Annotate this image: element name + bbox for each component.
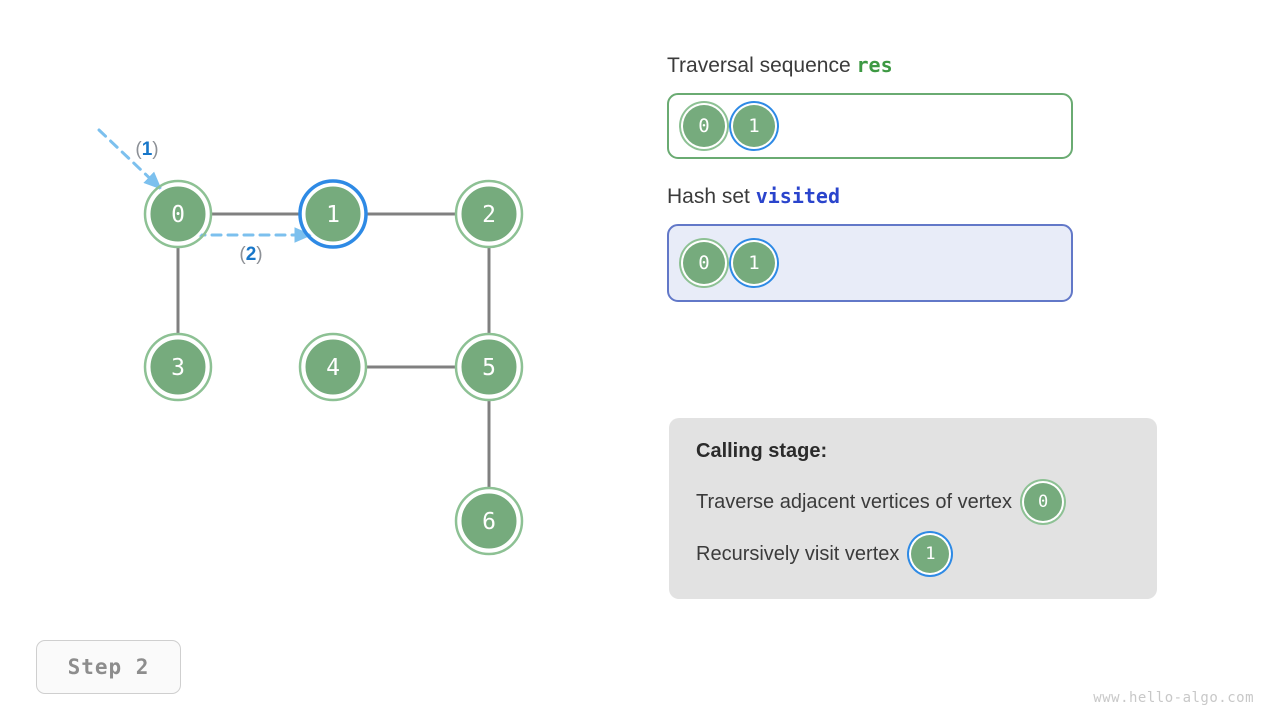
vertex-chip: 0 bbox=[1024, 483, 1063, 521]
vertex-chip: 0 bbox=[683, 105, 725, 147]
visited-code-token: visited bbox=[755, 184, 841, 208]
res-code-token: res bbox=[856, 53, 893, 77]
step-badge-label: Step 2 bbox=[67, 655, 150, 679]
vertex-ring bbox=[143, 179, 213, 249]
visited-title-text: Hash set bbox=[667, 185, 756, 208]
graph-panel: 0 1 2 3 4 5 6 (1) (2) bbox=[0, 0, 640, 620]
graph-vertex: 0 bbox=[143, 179, 213, 249]
graph-edges bbox=[176, 212, 491, 488]
graph-vertices: 0 1 2 3 4 5 6 bbox=[143, 179, 524, 556]
step-badge: Step 2 bbox=[36, 640, 181, 694]
arrow-order-label: (1) bbox=[135, 139, 158, 160]
calling-stage-line: Recursively visit vertex 1 bbox=[696, 535, 1131, 573]
graph-vertex: 4 bbox=[298, 332, 368, 402]
vertex-circle bbox=[147, 336, 209, 398]
res-title: Traversal sequence res bbox=[667, 52, 1187, 79]
calling-stage-title: Calling stage: bbox=[696, 440, 828, 462]
calling-stage-line-text: Recursively visit vertex bbox=[696, 542, 900, 565]
calling-stage-line-text: Traverse adjacent vertices of vertex bbox=[696, 490, 1013, 513]
vertex-circle bbox=[302, 183, 364, 245]
graph-arrows bbox=[97, 128, 313, 243]
graph-svg: 0 1 2 3 4 5 6 (1) (2) bbox=[97, 128, 524, 556]
calling-stage-line: Traverse adjacent vertices of vertex 0 bbox=[696, 483, 1131, 521]
vertex-ring bbox=[298, 179, 368, 249]
graph-vertex: 3 bbox=[143, 332, 213, 402]
vertex-circle bbox=[302, 336, 364, 398]
vertex-circle bbox=[147, 183, 209, 245]
vertex-label: 6 bbox=[482, 509, 496, 535]
graph-vertex: 2 bbox=[454, 179, 524, 249]
vertex-label: 5 bbox=[482, 355, 496, 381]
vertex-label: 2 bbox=[482, 202, 496, 228]
vertex-ring bbox=[454, 486, 524, 556]
vertex-label: 0 bbox=[171, 202, 185, 228]
vertex-circle bbox=[458, 183, 520, 245]
vertex-label: 4 bbox=[326, 355, 340, 381]
vertex-chip: 1 bbox=[733, 105, 775, 147]
vertex-label: 3 bbox=[171, 355, 185, 381]
vertex-circle bbox=[458, 336, 520, 398]
vertex-circle bbox=[458, 490, 520, 552]
graph-vertex: 1 bbox=[298, 179, 368, 249]
watermark-text: www.hello-algo.com bbox=[1093, 690, 1254, 706]
vertex-chip: 1 bbox=[911, 535, 950, 573]
vertex-ring bbox=[454, 332, 524, 402]
graph-arrow-labels: (1) (2) bbox=[135, 139, 262, 265]
res-title-text: Traversal sequence bbox=[667, 54, 857, 77]
vertex-ring bbox=[143, 332, 213, 402]
visited-title: Hash set visited bbox=[667, 183, 1187, 210]
graph-vertex: 6 bbox=[454, 486, 524, 556]
vertex-chip: 0 bbox=[683, 242, 725, 284]
vertex-chip: 1 bbox=[733, 242, 775, 284]
vertex-ring bbox=[454, 179, 524, 249]
watermark: www.hello-algo.com bbox=[1093, 690, 1254, 706]
graph-vertex: 5 bbox=[454, 332, 524, 402]
vertex-label: 1 bbox=[326, 202, 340, 228]
calling-stage-box: Calling stage: Traverse adjacent vertice… bbox=[669, 418, 1157, 599]
vertex-ring bbox=[298, 332, 368, 402]
traversal-arrow bbox=[97, 128, 162, 190]
arrow-order-label: (2) bbox=[239, 244, 262, 265]
